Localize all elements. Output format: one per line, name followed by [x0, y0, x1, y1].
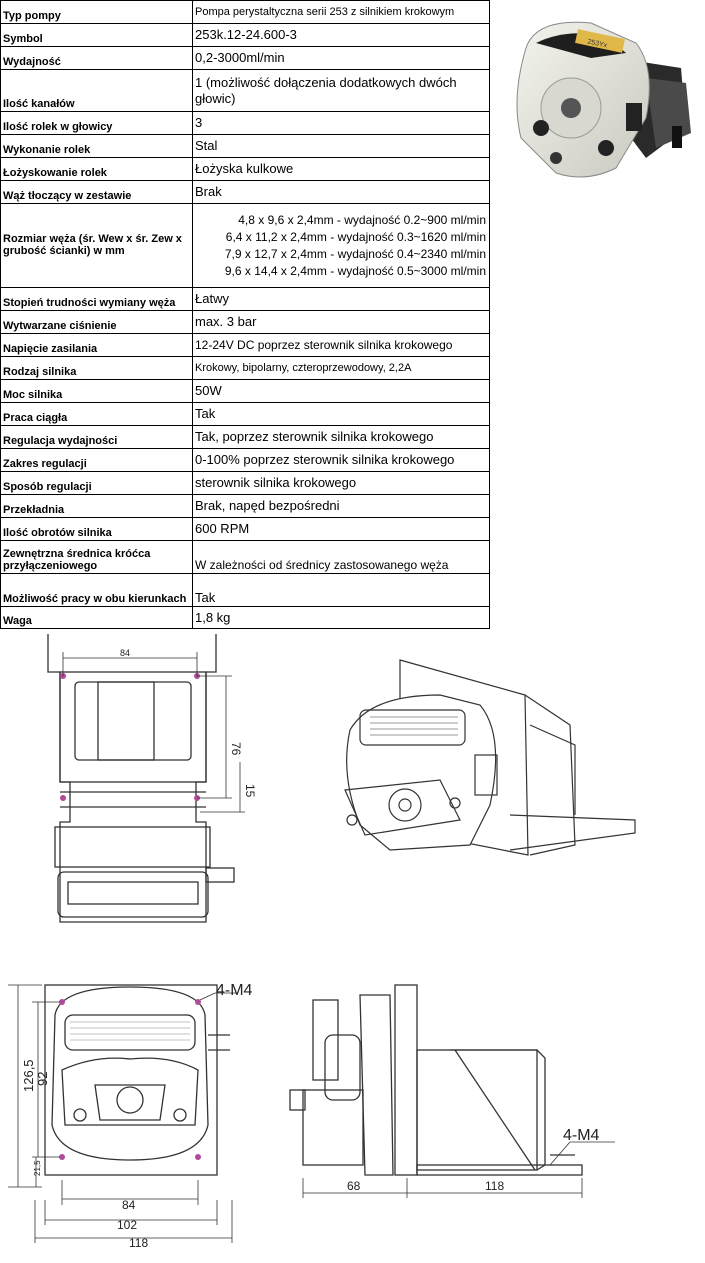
spec-value: 1,8 kg [192, 606, 490, 629]
spec-row: Możliwość pracy w obu kierunkach Tak [0, 573, 490, 607]
spec-label: Rodzaj silnika [0, 356, 193, 380]
spec-row: Rodzaj silnika Krokowy, bipolarny, czter… [0, 356, 490, 380]
spec-label: Regulacja wydajności [0, 425, 193, 449]
dim-side-total-depth: 118 [485, 1179, 504, 1193]
spec-row: Praca ciągła Tak [0, 402, 490, 426]
spec-row: Waga 1,8 kg [0, 606, 490, 629]
hose-size-line: 7,9 x 12,7 x 2,4mm - wydajność 0.4~2340 … [224, 246, 486, 261]
spec-label: Wąż tłoczący w zestawie [0, 180, 193, 204]
spec-row: Zakres regulacji 0-100% poprzez sterowni… [0, 448, 490, 472]
spec-row: Wydajność 0,2-3000ml/min [0, 46, 490, 70]
dim-top-height: 76 [229, 742, 243, 756]
spec-value: 600 RPM [192, 517, 490, 541]
spec-row: Napięcie zasilania 12-24V DC poprzez ste… [0, 333, 490, 357]
spec-value: Tak [192, 573, 490, 607]
spec-label: Wydajność [0, 46, 193, 70]
spec-value: Brak [192, 180, 490, 204]
spec-label: Sposób regulacji [0, 471, 193, 495]
hose-size-line: 4,8 x 9,6 x 2,4mm - wydajność 0.2~900 ml… [238, 212, 486, 227]
dim-side-head-depth: 68 [347, 1179, 361, 1193]
spec-value: sterownik silnika krokowego [192, 471, 490, 495]
dim-front-height-holes: 92 [35, 1072, 50, 1086]
spec-row: Przekładnia Brak, napęd bezpośredni [0, 494, 490, 518]
spec-value: 3 [192, 111, 490, 135]
spec-value-list: 4,8 x 9,6 x 2,4mm - wydajność 0.2~900 ml… [192, 203, 490, 288]
spec-label: Wykonanie rolek [0, 134, 193, 158]
spec-row: Ilość obrotów silnika 600 RPM [0, 517, 490, 541]
dim-front-width-total: 118 [129, 1236, 148, 1250]
spec-label: Łożyskowanie rolek [0, 157, 193, 181]
spec-label: Typ pompy [0, 0, 193, 24]
spec-row: Sposób regulacji sterownik silnika kroko… [0, 471, 490, 495]
spec-value: max. 3 bar [192, 310, 490, 334]
dim-front-height-bottom: 21,5 [33, 1160, 42, 1176]
spec-row: Wykonanie rolek Stal [0, 134, 490, 158]
spec-label: Waga [0, 606, 193, 629]
spec-value: W zależności od średnicy zastosowanego w… [192, 540, 490, 574]
spec-row: Ilość rolek w głowicy 3 [0, 111, 490, 135]
spec-row: Typ pompy Pompa perystaltyczna serii 253… [0, 0, 490, 24]
spec-label: Wytwarzane ciśnienie [0, 310, 193, 334]
spec-label: Zakres regulacji [0, 448, 193, 472]
dim-front-width-holes: 84 [122, 1198, 136, 1212]
spec-value: Tak [192, 402, 490, 426]
spec-label: Możliwość pracy w obu kierunkach [0, 573, 193, 607]
spec-row: Wąż tłoczący w zestawie Brak [0, 180, 490, 204]
spec-label: Ilość kanałów [0, 69, 193, 112]
spec-table: Typ pompy Pompa perystaltyczna serii 253… [0, 0, 490, 629]
spec-label: Stopień trudności wymiany węża [0, 287, 193, 311]
spec-value: Stal [192, 134, 490, 158]
spec-value: Krokowy, bipolarny, czteroprzewodowy, 2,… [192, 356, 490, 380]
spec-label: Napięcie zasilania [0, 333, 193, 357]
side-mount-holes-label: 4-M4 [563, 1127, 600, 1144]
spec-value: 50W [192, 379, 490, 403]
spec-row: Zewnętrzna średnica króćca przyłączeniow… [0, 540, 490, 574]
spec-label: Praca ciągła [0, 402, 193, 426]
dim-front-width-base: 102 [117, 1218, 137, 1232]
spec-label: Symbol [0, 23, 193, 47]
spec-value: 1 (możliwość dołączenia dodatkowych dwóc… [192, 69, 490, 112]
spec-row: Symbol 253k.12-24.600-3 [0, 23, 490, 47]
spec-row: Łożyskowanie rolek Łożyska kulkowe [0, 157, 490, 181]
drawing-front-view: 4-M4 126,5 92 21,5 84 102 118 [0, 975, 290, 1263]
spec-value: 0,2-3000ml/min [192, 46, 490, 70]
spec-value: 0-100% poprzez sterownik silnika krokowe… [192, 448, 490, 472]
hose-size-line: 9,6 x 14,4 x 2,4mm - wydajność 0.5~3000 … [224, 263, 486, 278]
spec-value: Tak, poprzez sterownik silnika krokowego [192, 425, 490, 449]
spec-label: Ilość rolek w głowicy [0, 111, 193, 135]
spec-value: Brak, napęd bezpośredni [192, 494, 490, 518]
spec-row: Rozmiar węża (śr. Wew x śr. Zew x gruboś… [0, 203, 490, 288]
pump-photo: 253Yx [496, 8, 701, 198]
spec-value: 253k.12-24.600-3 [192, 23, 490, 47]
spec-label: Rozmiar węża (śr. Wew x śr. Zew x gruboś… [0, 203, 193, 288]
spec-row: Wytwarzane ciśnienie max. 3 bar [0, 310, 490, 334]
hose-size-line: 6,4 x 11,2 x 2,4mm - wydajność 0.3~1620 … [225, 229, 486, 244]
spec-row: Stopień trudności wymiany węża Łatwy [0, 287, 490, 311]
dim-top-width: 84 [120, 648, 130, 658]
mount-holes-label: 4-M4 [216, 982, 253, 999]
photo-badge: 253Yx [587, 39, 608, 50]
dim-front-height-total: 126,5 [21, 1059, 36, 1092]
spec-row: Regulacja wydajności Tak, poprzez sterow… [0, 425, 490, 449]
drawing-isometric-view [330, 655, 640, 885]
spec-value: Łatwy [192, 287, 490, 311]
spec-label: Przekładnia [0, 494, 193, 518]
spec-label: Ilość obrotów silnika [0, 517, 193, 541]
drawing-top-view: 84 76 15 [0, 632, 270, 932]
spec-value: 12-24V DC poprzez sterownik silnika krok… [192, 333, 490, 357]
dim-top-small: 15 [243, 784, 257, 798]
spec-value: Pompa perystaltyczna serii 253 z silniki… [192, 0, 490, 24]
spec-row: Ilość kanałów 1 (możliwość dołączenia do… [0, 69, 490, 112]
spec-row: Moc silnika 50W [0, 379, 490, 403]
drawing-side-view: 4-M4 68 118 [285, 980, 645, 1220]
spec-value: Łożyska kulkowe [192, 157, 490, 181]
spec-label: Moc silnika [0, 379, 193, 403]
spec-label: Zewnętrzna średnica króćca przyłączeniow… [0, 540, 193, 574]
